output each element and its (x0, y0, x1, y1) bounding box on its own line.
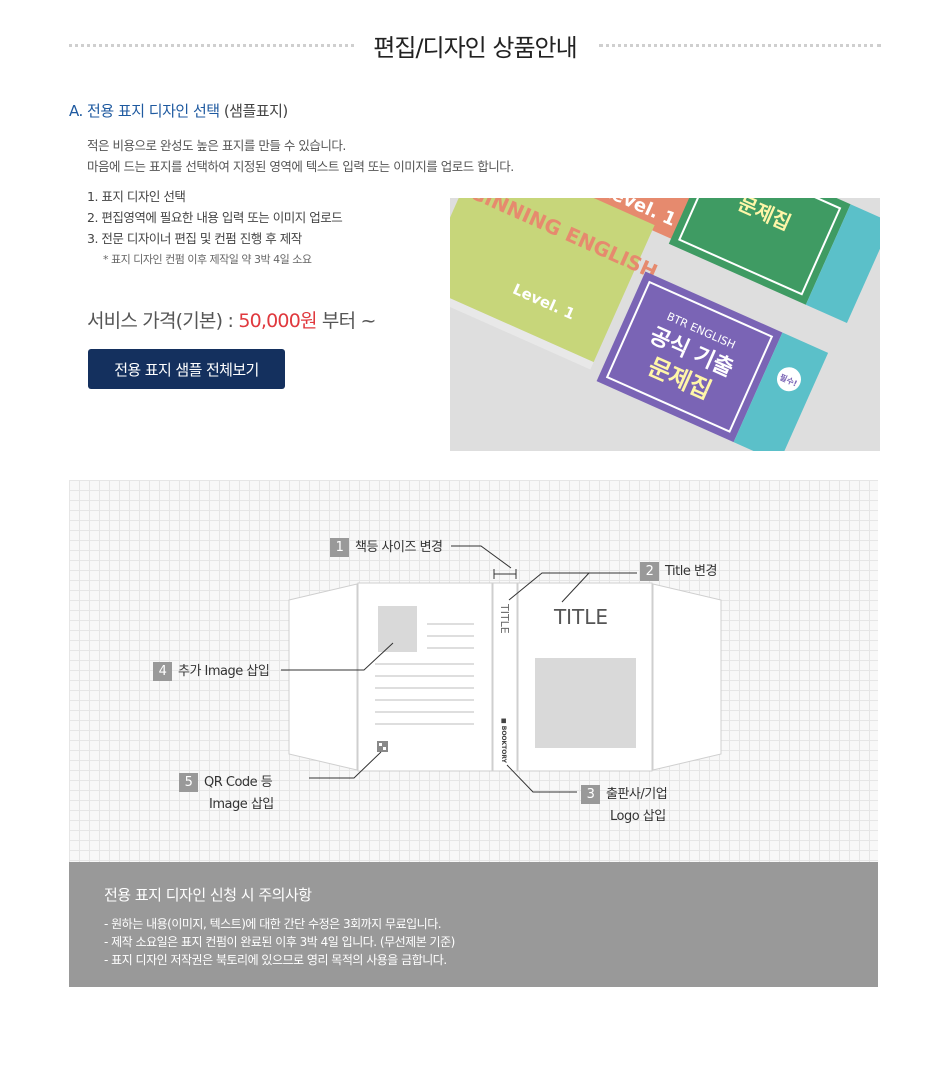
section-a-subtitle: (샘플표지) (223, 102, 288, 120)
steps-list: 1. 표지 디자인 선택 2. 편집영역에 필요한 내용 입력 또는 이미지 업… (87, 186, 343, 249)
price-amount: 50,000원 (238, 310, 317, 332)
header-divider-left (69, 44, 354, 47)
label-number: 4 (153, 662, 172, 681)
notice-item: - 표지 디자인 저작권은 북토리에 있으므로 영리 목적의 사용을 금합니다. (104, 953, 447, 967)
page-title: 편집/디자인 상품안내 (373, 34, 577, 62)
step-item: 3. 전문 디자이너 편집 및 컨펌 진행 후 제작 (87, 231, 302, 246)
price-suffix: 부터 ~ (316, 310, 377, 332)
section-header: 편집/디자인 상품안내 (69, 28, 881, 62)
price-label: 서비스 가격(기본) : (87, 310, 239, 332)
label-number: 2 (640, 562, 659, 581)
section-a-heading: A. 전용 표지 디자인 선택 (69, 102, 220, 120)
header-divider-right (599, 44, 881, 47)
service-price: 서비스 가격(기본) : 50,000원 부터 ~ (87, 306, 376, 333)
label-number: 3 (581, 785, 600, 804)
description-line-2: 마음에 드는 표지를 선택하여 지정된 영역에 텍스트 입력 또는 이미지를 업… (87, 159, 514, 174)
label-number: 1 (330, 538, 349, 557)
notice-item: - 원하는 내용(이미지, 텍스트)에 대한 간단 수정은 3회까지 무료입니다… (104, 917, 442, 931)
product-photo: Level. 1 BEGINNING ENGLISH Level. 1 문제집 … (450, 198, 880, 451)
notice-box: 전용 표지 디자인 신청 시 주의사항 - 원하는 내용(이미지, 텍스트)에 … (69, 862, 878, 987)
label-qr-code-line2: Image 삽입 (209, 797, 274, 812)
spine-title: TITLE (498, 603, 511, 634)
cover-template-drawing: TITLE ■ BOOKTORY TITLE (281, 545, 722, 793)
label-publisher-logo-line2: Logo 삽입 (610, 809, 666, 824)
spine-logo: ■ BOOKTORY (500, 718, 507, 764)
view-all-samples-button[interactable]: 전용 표지 샘플 전체보기 (88, 349, 285, 389)
step-item: 1. 표지 디자인 선택 (87, 189, 186, 204)
description-line-1: 적은 비용으로 완성도 높은 표지를 만들 수 있습니다. (87, 138, 346, 153)
section-a-title: A. 전용 표지 디자인 선택 (샘플표지) (69, 100, 288, 121)
notice-title: 전용 표지 디자인 신청 시 주의사항 (104, 886, 312, 904)
notice-item: - 제작 소요일은 표지 컨펌이 완료된 이후 3박 4일 입니다. (무선제본… (104, 935, 455, 949)
label-number: 5 (179, 773, 198, 792)
books-illustration: Level. 1 BEGINNING ENGLISH Level. 1 문제집 … (450, 198, 880, 451)
cover-title: TITLE (553, 605, 608, 629)
production-note: * 표지 디자인 컨펌 이후 제작일 약 3박 4일 소요 (103, 253, 312, 266)
step-item: 2. 편집영역에 필요한 내용 입력 또는 이미지 업로드 (87, 210, 343, 225)
